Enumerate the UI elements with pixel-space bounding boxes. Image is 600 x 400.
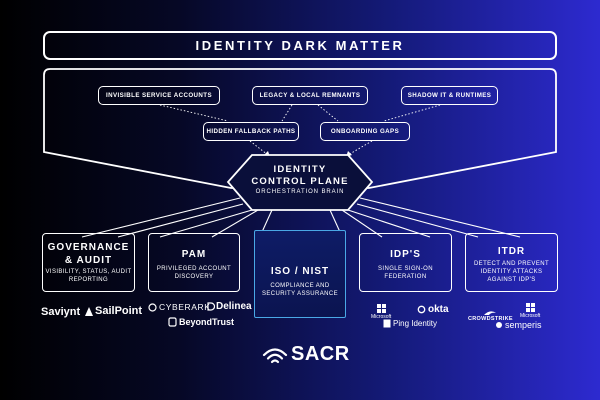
cyberark-icon: [148, 302, 157, 312]
fan-pam-1: [159, 209, 253, 238]
sacr-wifi-icon: [262, 347, 288, 363]
crowdstrike-wordmark: CROWDSTRIKE: [468, 316, 513, 322]
delinea-icon: [207, 302, 215, 311]
idps-title: IDP'S: [390, 249, 421, 260]
vendor-beyondtrust-logo: BeyondTrust: [168, 317, 234, 327]
idps-desc-2: FEDERATION: [384, 274, 427, 280]
vendor-okta-logo: okta: [417, 304, 449, 315]
vendor-pingidentity-logo: Ping Identity: [383, 319, 437, 328]
governance-desc-1: VISIBILITY, STATUS, AUDIT: [45, 269, 132, 275]
vendor-delinea-logo: Delinea: [207, 301, 252, 312]
okta-wordmark: okta: [428, 304, 449, 315]
fan-governance-2: [117, 203, 244, 238]
pill-legacy-local-remnants: LEGACY & LOCAL REMNANTS: [252, 86, 368, 105]
microsoft-icon: [525, 303, 535, 312]
itdr-title: ITDR: [497, 246, 526, 257]
sailpoint-wordmark: SailPoint: [95, 305, 143, 317]
fan-idp-1: [341, 209, 383, 238]
itdr-desc-2: IDENTITY ATTACKS: [480, 269, 543, 275]
delinea-wordmark: Delinea: [216, 301, 252, 312]
control-plane-line1: IDENTITY: [273, 164, 327, 175]
itdr-desc-3: AGAINST IDP'S: [487, 277, 536, 283]
pam-desc-2: DISCOVERY: [174, 274, 214, 280]
control-plane-label: IDENTITY CONTROL PLANE ORCHESTRATION BRA…: [228, 164, 372, 195]
pill-onboarding-gaps: ONBOARDING GAPS: [320, 122, 410, 141]
connector-legacy-right: [317, 104, 339, 122]
funnel-outline: [43, 68, 557, 189]
connector-shadow: [383, 104, 441, 122]
pam-title: PAM: [181, 249, 207, 260]
control-plane-subtitle: ORCHESTRATION BRAIN: [255, 189, 345, 195]
fan-iso-1: [261, 209, 273, 233]
vendor-microsoft-logo-idp: Microsoft: [371, 304, 391, 320]
pingidentity-wordmark: Ping Identity: [393, 319, 438, 328]
microsoft-icon: [376, 304, 386, 313]
semperis-wordmark: semperis: [505, 320, 542, 330]
iso-nist-desc-2: SECURITY ASSURANCE: [261, 291, 339, 297]
diagram-title: IDENTITY DARK MATTER: [195, 38, 405, 53]
pingidentity-icon: [383, 319, 391, 328]
fan-iso-2: [329, 209, 341, 233]
governance-title-2: & AUDIT: [64, 255, 113, 266]
semperis-icon: [496, 322, 502, 328]
fan-pam-2: [211, 209, 259, 238]
category-pam: PAM PRIVILEGED ACCOUNT DISCOVERY: [148, 233, 240, 292]
beyondtrust-icon: [168, 317, 177, 327]
vendor-semperis-logo: semperis: [495, 320, 542, 330]
microsoft-wordmark-idp: Microsoft: [371, 314, 392, 320]
crowdstrike-falcon-icon: [484, 311, 497, 315]
vendor-crowdstrike-logo: CROWDSTRIKE: [468, 310, 513, 322]
category-idps: IDP'S SINGLE SIGN-ON FEDERATION: [359, 233, 452, 292]
governance-title-1: GOVERNANCE: [47, 242, 130, 253]
connector-invisible: [159, 104, 229, 122]
pill-hidden-fallback-paths: HIDDEN FALLBACK PATHS: [203, 122, 299, 141]
sailpoint-sail-icon: [85, 306, 93, 316]
fan-governance: [81, 197, 241, 238]
vendor-sailpoint-logo: SailPoint: [84, 305, 142, 317]
idps-desc-1: SINGLE SIGN-ON: [378, 266, 433, 272]
title-banner: IDENTITY DARK MATTER: [43, 31, 557, 60]
pill-invisible-service-accounts: INVISIBLE SERVICE ACCOUNTS: [98, 86, 220, 105]
category-iso-nist: ISO / NIST COMPLIANCE AND SECURITY ASSUR…: [254, 230, 346, 318]
pam-desc-1: PRIVILEGED ACCOUNT: [156, 266, 232, 272]
iso-nist-title: ISO / NIST: [270, 266, 330, 277]
pill-shadow-it-runtimes: SHADOW IT & RUNTIMES: [401, 86, 498, 105]
iso-nist-desc-1: COMPLIANCE AND: [270, 283, 330, 289]
vendor-microsoft-logo-itdr: Microsoft: [520, 303, 540, 319]
sacr-logo: SACR: [262, 343, 350, 366]
connector-fallback: [249, 140, 269, 156]
category-governance: GOVERNANCE & AUDIT VISIBILITY, STATUS, A…: [42, 233, 135, 292]
beyondtrust-wordmark: BeyondTrust: [179, 317, 235, 327]
fan-itdr-1: [356, 203, 479, 238]
fan-idp-2: [347, 209, 431, 238]
cyberark-wordmark: CYBERARK: [159, 302, 211, 312]
category-itdr: ITDR DETECT AND PREVENT IDENTITY ATTACKS…: [465, 233, 558, 292]
microsoft-wordmark-itdr: Microsoft: [520, 313, 541, 319]
okta-icon: [417, 305, 426, 314]
fan-itdr-2: [359, 197, 521, 238]
vendor-cyberark-logo: CYBERARK: [148, 302, 211, 312]
connector-onboarding: [347, 140, 373, 156]
vendor-saviynt-logo: Saviynt: [41, 306, 81, 318]
sacr-wordmark: SACR: [291, 343, 350, 365]
connector-legacy-left: [281, 104, 293, 122]
itdr-desc-1: DETECT AND PREVENT: [473, 261, 550, 267]
governance-desc-2: REPORTING: [68, 277, 109, 283]
control-plane-line2: CONTROL PLANE: [251, 176, 349, 187]
